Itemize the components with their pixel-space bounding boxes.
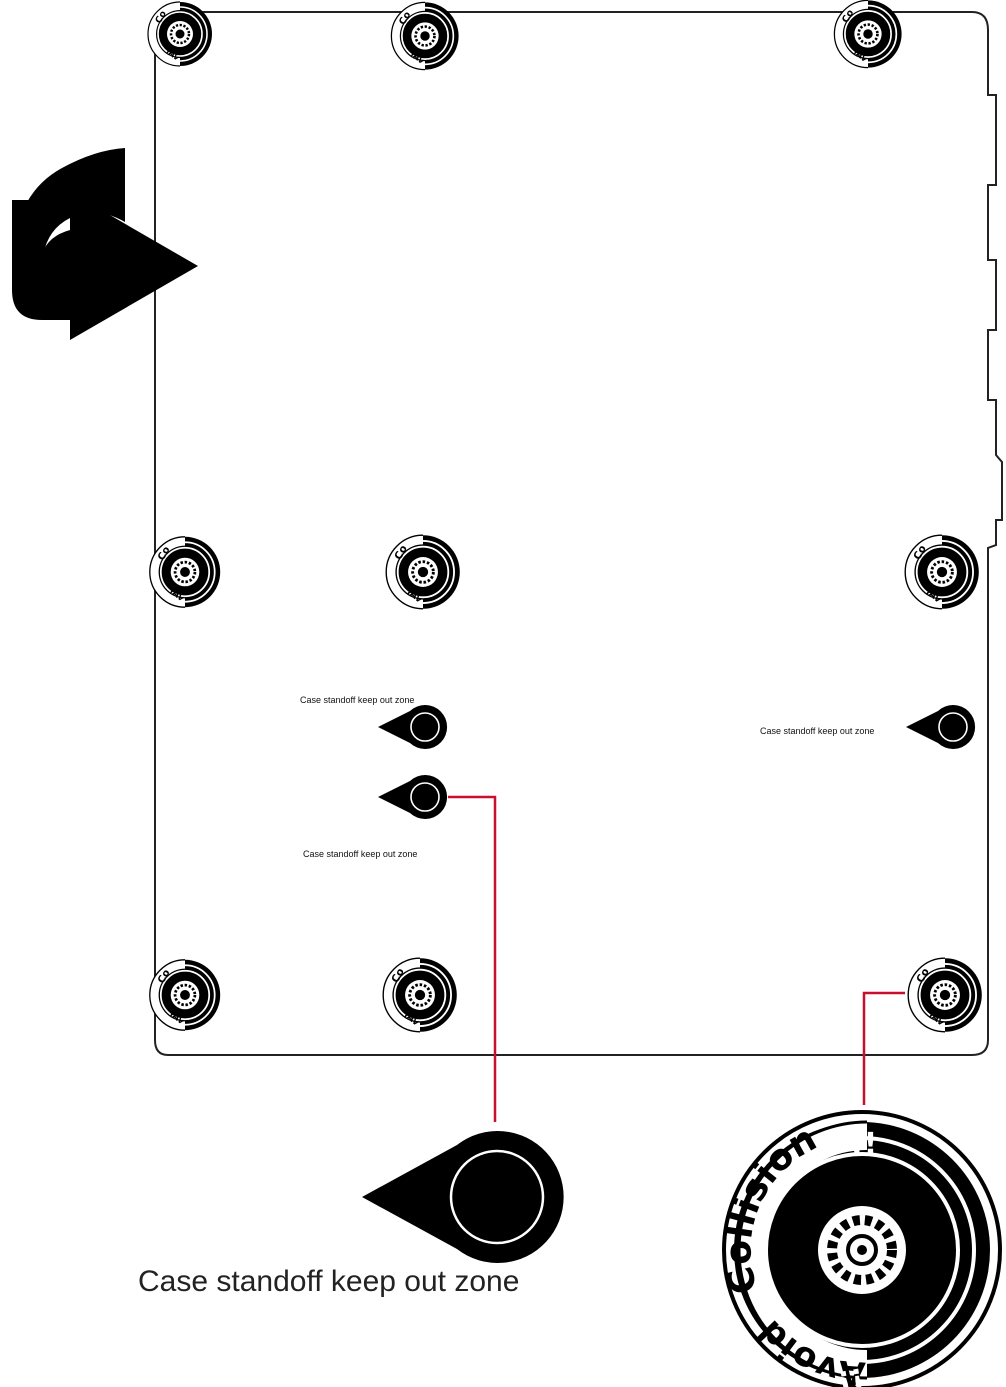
- collision-marks-bottom: !!: [836, 1361, 867, 1387]
- leader-line: [862, 991, 905, 1105]
- standoff-collision-icon: [148, 535, 222, 609]
- standoff-collision-icon: [146, 0, 214, 68]
- standoff-collision-icon: Collision !! Avoid !!: [718, 1110, 1002, 1387]
- standoff-collision-icon: [903, 533, 981, 611]
- standoff-collision-icon: [384, 533, 462, 611]
- board-outline: [154, 11, 1003, 1056]
- collision-marks: !!: [850, 1127, 877, 1162]
- leader-line: [448, 795, 497, 1122]
- rotate-arrow-icon: [12, 148, 198, 340]
- keepout-label: Case standoff keep out zone: [300, 695, 414, 705]
- standoff-collision-icon: [906, 956, 984, 1034]
- keepout-pin-icon: [362, 1131, 564, 1263]
- keepout-label-large: Case standoff keep out zone: [138, 1265, 519, 1298]
- standoff-collision-icon: [833, 0, 903, 69]
- keepout-label: Case standoff keep out zone: [760, 726, 874, 736]
- standoff-collision-icon: [390, 1, 460, 71]
- standoff-collision-icon: [148, 958, 222, 1032]
- standoff-collision-icon: [381, 956, 459, 1034]
- keepout-label: Case standoff keep out zone: [303, 849, 417, 859]
